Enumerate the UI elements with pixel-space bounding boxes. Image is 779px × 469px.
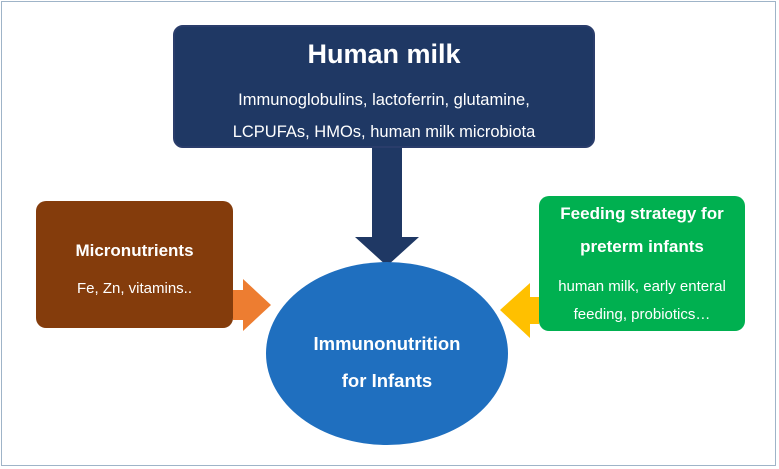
feeding-strategy-box: Feeding strategy for preterm infants hum… bbox=[539, 196, 745, 331]
feeding-strategy-items-line2: feeding, probiotics… bbox=[573, 306, 711, 323]
feeding-strategy-title-line2: preterm infants bbox=[580, 237, 704, 256]
right-arrow bbox=[500, 283, 539, 338]
micronutrients-title: Micronutrients bbox=[75, 241, 194, 260]
feeding-strategy-title-line1: Feeding strategy for bbox=[560, 204, 724, 223]
human-milk-box: Human milk Immunoglobulins, lactoferrin,… bbox=[173, 25, 595, 148]
human-milk-components-line1: Immunoglobulins, lactoferrin, glutamine, bbox=[238, 91, 530, 109]
down-arrow bbox=[355, 148, 419, 266]
micronutrients-box: Micronutrients Fe, Zn, vitamins.. bbox=[36, 201, 233, 328]
center-label-line1: Immunonutrition bbox=[313, 333, 461, 354]
center-label-line2: for Infants bbox=[341, 370, 433, 391]
feeding-strategy-items-line1: human milk, early enteral bbox=[558, 278, 726, 295]
immunonutrition-ellipse: Immunonutrition for Infants bbox=[266, 262, 508, 445]
left-arrow bbox=[233, 279, 271, 331]
human-milk-title: Human milk bbox=[307, 39, 461, 69]
micronutrients-items: Fe, Zn, vitamins.. bbox=[76, 280, 193, 297]
human-milk-components-line2: LCPUFAs, HMOs, human milk microbiota bbox=[232, 123, 536, 141]
